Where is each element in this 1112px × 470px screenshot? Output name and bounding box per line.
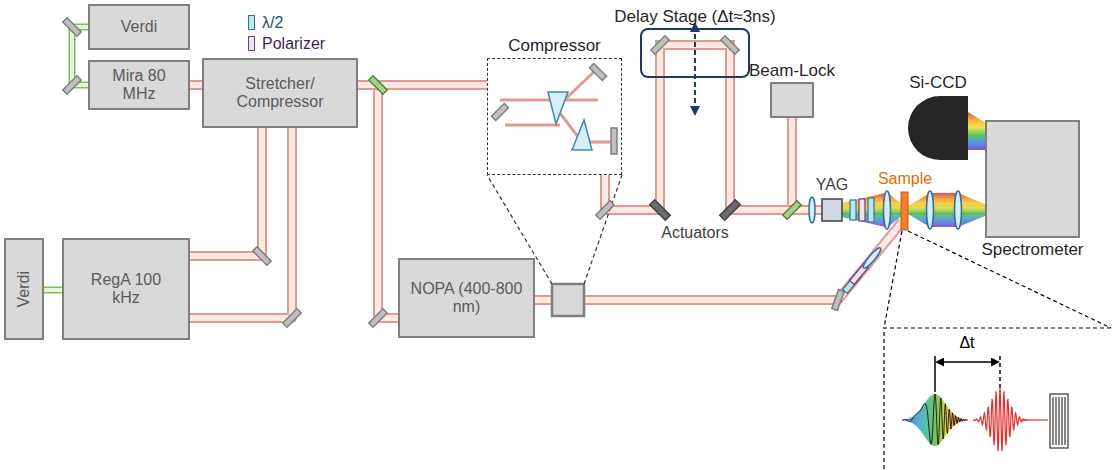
delay-tick [934, 356, 936, 392]
box-title: Delay Stage (Δt≈3ns) [614, 7, 775, 27]
zoom-line [584, 175, 622, 284]
laser-box: Verdi [88, 4, 190, 50]
actuator-mirrors [650, 200, 741, 221]
legend-text: Polarizer [262, 35, 325, 53]
pulse-sketch [902, 388, 1048, 451]
spectrometer-box: Spectrometer [985, 120, 1080, 238]
beam-edge [190, 128, 292, 318]
sample-label: Sample [878, 170, 932, 188]
beam-edge [72, 27, 88, 85]
box-label: Stretcher/ Compressor [224, 75, 336, 112]
box-label: Verdi [15, 271, 33, 307]
sample-plate [901, 192, 908, 230]
laser-beam [605, 78, 660, 210]
stretcher-box: Stretcher/ Compressor [202, 58, 358, 128]
beam-core [72, 27, 88, 85]
box-label: RegA 100 kHz [84, 271, 168, 308]
delay-label: Δt [959, 334, 974, 352]
box-label: Mira 80 MHz [103, 67, 175, 104]
legend-text: λ/2 [262, 14, 283, 32]
pump-beam [72, 27, 88, 85]
beam-edge [190, 128, 262, 256]
laser-beam [190, 85, 202, 86]
beam-edge [358, 85, 398, 318]
delay-tick [999, 356, 1001, 392]
inset-frame [884, 328, 1112, 470]
laser-beam [190, 128, 292, 318]
beam-core [730, 78, 985, 210]
ccd-shape [908, 96, 968, 160]
beam-core [190, 128, 292, 318]
beam-core [190, 82, 202, 88]
legend-swatch [248, 15, 255, 30]
amplifier-box: RegA 100 kHz [62, 238, 190, 340]
zoom-line [884, 231, 902, 328]
box-title: Compressor [508, 36, 601, 56]
pump-beam [44, 290, 62, 291]
legend-row: λ/2 [248, 12, 325, 33]
beam-edge [605, 78, 660, 210]
part-label: YAG [816, 176, 849, 194]
beam-core [605, 78, 660, 210]
pump-beam [535, 222, 902, 300]
ccd-camera: Si-CCD [908, 96, 968, 160]
beam-edge [190, 80, 202, 90]
beam-lock-box: Beam-Lock [770, 82, 814, 118]
part-label: Actuators [661, 224, 729, 242]
box-title: Si-CCD [909, 73, 967, 93]
motion-arrow [694, 26, 696, 112]
prism-compressor [492, 64, 617, 154]
legend-row: Polarizer [248, 33, 325, 54]
delay-stage: Delay Stage (Δt≈3ns) [640, 28, 750, 78]
compressor-box [552, 284, 584, 316]
laser-beam [358, 85, 398, 318]
delay-arrow [937, 361, 998, 363]
laser-beam [190, 128, 262, 256]
detector-grating [1050, 394, 1068, 448]
box-title: Spectrometer [981, 240, 1083, 260]
legend: λ/2Polarizer [248, 12, 325, 54]
beam-edge [44, 287, 62, 294]
beam-core [358, 85, 398, 318]
compressor-inset: Compressor [487, 58, 622, 175]
box-title: Beam-Lock [749, 61, 835, 81]
beam-core [44, 288, 62, 292]
laser-box: Mira 80 MHz [88, 60, 190, 110]
box-label: NOPA (400-800 nm) [411, 280, 523, 317]
beam-core [190, 128, 262, 256]
box-label: Verdi [121, 18, 157, 36]
legend-swatch [248, 36, 255, 51]
beam-splitters [369, 76, 801, 219]
beam-edge [730, 78, 985, 210]
zoom-line [908, 231, 1111, 328]
laser-box: Verdi [4, 238, 44, 340]
laser-beam [730, 78, 985, 210]
nopa-box: NOPA (400-800 nm) [398, 258, 535, 338]
pump-optics [843, 246, 883, 293]
